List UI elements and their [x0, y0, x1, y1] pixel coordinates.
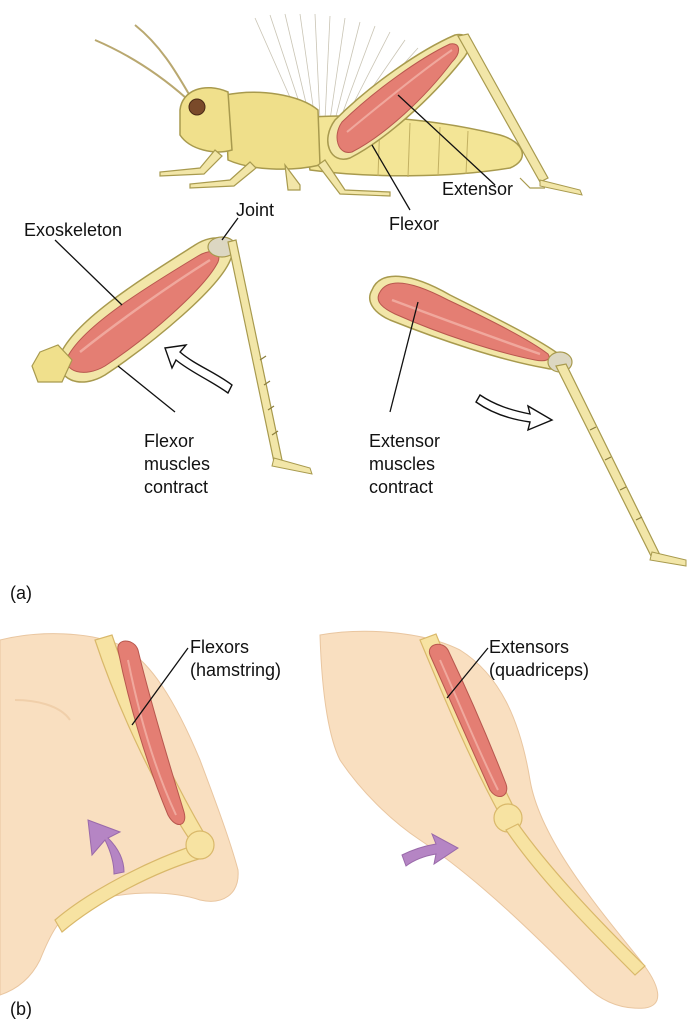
joint-label: Joint [236, 199, 274, 221]
flexion-arrow [165, 345, 232, 393]
extensors-quadriceps-label-line2: (quadriceps) [489, 659, 589, 681]
panel-b-tag: (b) [10, 998, 32, 1020]
grasshopper-thorax [225, 92, 320, 169]
panel-a-tag: (a) [10, 582, 32, 604]
extension-arrow [476, 395, 552, 430]
grasshopper-head [180, 88, 232, 152]
flexed-tibia [228, 240, 282, 462]
extensor-muscles-contract-label-line2: muscles [369, 453, 435, 475]
flexor-muscles-contract-label-line3: contract [144, 476, 208, 498]
exoskeleton-label: Exoskeleton [24, 219, 122, 241]
extensors-quadriceps-label-line1: Extensors [489, 636, 569, 658]
extended-tibia [556, 364, 660, 558]
human-leg-flexed-illustration [0, 634, 238, 995]
flexors-hamstring-label-line2: (hamstring) [190, 659, 281, 681]
extensor-muscles-contract-label-line3: contract [369, 476, 433, 498]
flexor-muscles-contract-label-line1: Flexor [144, 430, 194, 452]
grasshopper-extensor-label: Extensor [442, 178, 513, 200]
grasshopper-antennae [95, 25, 190, 98]
human-leg-extended-illustration [320, 631, 658, 1008]
grasshopper-eye [189, 99, 205, 115]
grasshopper-flexor-label: Flexor [389, 213, 439, 235]
grasshopper-illustration [95, 14, 582, 196]
human-extended-skin [320, 631, 658, 1008]
flexors-hamstring-label-line1: Flexors [190, 636, 249, 658]
extensor-muscles-contract-label-line1: Extensor [369, 430, 440, 452]
flexor-muscles-contract-label-line2: muscles [144, 453, 210, 475]
